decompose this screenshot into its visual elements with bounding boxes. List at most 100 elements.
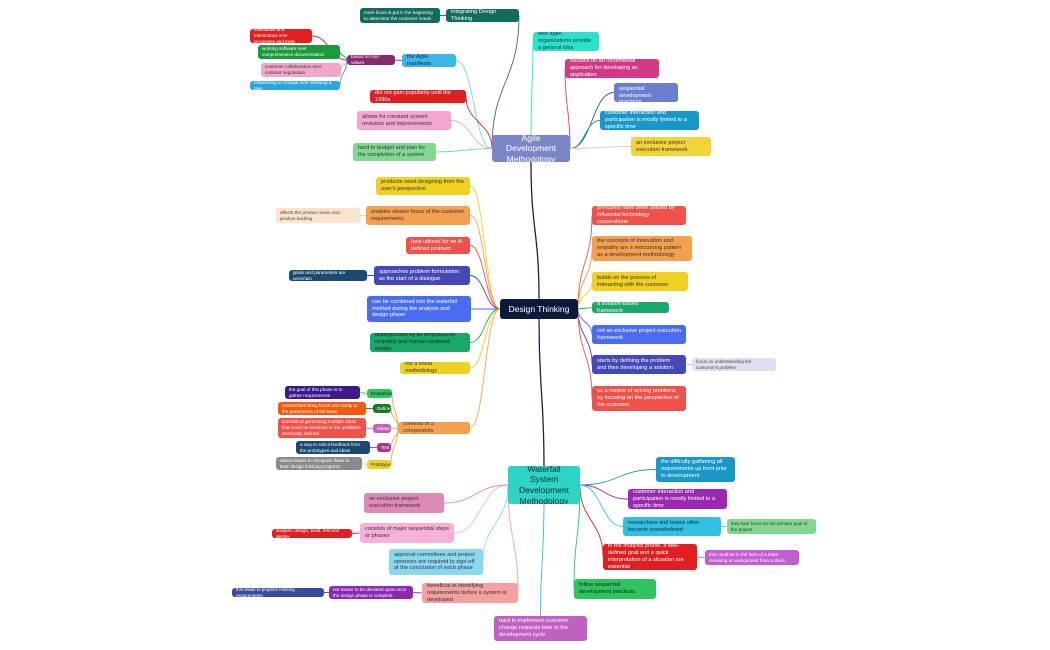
node-label: beneficial in identifying requirements b…	[427, 583, 507, 603]
mind-map-node-d-products[interactable]: products need designing from the user's …	[376, 177, 470, 195]
mind-map-node-a-fourvalues[interactable]: based on four values	[347, 55, 395, 65]
link-d-c-prototype-to-d-c-prototype-d	[361, 463, 368, 465]
mind-map-node-d-solution[interactable]: a solution-based framework	[592, 302, 669, 313]
mind-map-node-d-goals[interactable]: goals and parameters are uncertain	[289, 270, 367, 281]
link-d-five-to-d-c-prototype	[390, 427, 399, 465]
link-design-to-d-products	[469, 185, 501, 310]
mind-map-node-d-builds[interactable]: builds on the process of interacting wit…	[592, 272, 688, 291]
node-label: do not follow sequential development pra…	[619, 83, 652, 102]
node-label: principles have been utilized by influen…	[597, 206, 675, 225]
mind-map-node-a-general[interactable]: with agile, organizations provide a gene…	[533, 32, 599, 51]
mind-map-node-w-customer[interactable]: customer interaction and participation i…	[628, 489, 727, 509]
mind-map-node-a-morefocus[interactable]: more focus is put in the beginning to de…	[360, 8, 440, 23]
mind-map-node-d-enables[interactable]: enables clearer focus of the customer re…	[366, 206, 470, 225]
mind-map-node-a-exclusive[interactable]: an exclusive project execution framework	[631, 137, 711, 156]
mind-map-node-waterfall[interactable]: Waterfall System Development Methodology	[508, 466, 580, 504]
mind-map-node-w-losefocus[interactable]: they lose focus on the primary goal of t…	[727, 519, 816, 534]
link-design-to-waterfall	[538, 318, 545, 467]
mind-map-node-w-sequential[interactable]: follow sequential development practices	[574, 579, 656, 599]
mind-map-node-d-c-prototype[interactable]: Prototype	[367, 460, 391, 469]
link-d-five-to-d-c-define	[390, 408, 399, 429]
node-label: Define	[377, 405, 391, 411]
mind-map-node-d-c-ideate[interactable]: Ideate	[373, 424, 391, 433]
mind-map-node-d-c-test[interactable]: Test	[377, 443, 391, 452]
node-label: affects the product vision and product b…	[280, 209, 340, 221]
link-agile-to-a-budget	[435, 148, 493, 153]
node-label: an exclusive project execution framework	[369, 496, 421, 509]
link-design-to-d-builds	[577, 281, 593, 310]
mind-map-node-w-form[interactable]: this could be in the form of a team rece…	[705, 550, 799, 565]
node-label: Waterfall System Development Methodology	[518, 466, 570, 504]
mind-map-node-w-majorsteps[interactable]: consists of major sequential steps or ph…	[360, 523, 454, 543]
node-label: hard to budget and plan for the completi…	[358, 145, 426, 158]
mind-map-node-d-five[interactable]: consists of 5 components	[398, 422, 470, 434]
mind-map-node-d-c-test-d[interactable]: a way to solicit feedback from the proto…	[296, 441, 370, 454]
link-design-to-d-solution	[577, 307, 593, 310]
mind-map-node-d-concepts[interactable]: the concepts of innovation and empathy a…	[592, 236, 692, 261]
mind-map-node-d-starts[interactable]: starts by defining the problem and then …	[592, 355, 686, 374]
mind-map-node-d-focus[interactable]: focus on understanding the customer's pr…	[692, 358, 776, 371]
mind-map-node-a-revisions[interactable]: allows for constant system revisions and…	[357, 111, 451, 130]
link-agile-to-a-customer	[569, 120, 601, 149]
mind-map-node-w-analyze[interactable]: analyze, design, build, test and deploy	[272, 529, 352, 538]
mind-map-node-w-hardchange[interactable]: hard to implement customer change reques…	[494, 616, 587, 641]
link-d-c-ideate-to-d-c-ideate-d	[365, 427, 374, 429]
mind-map-node-d-c-empathize[interactable]: Empathize	[367, 389, 392, 398]
mind-map-node-w-approval[interactable]: approval committees and project sponsors…	[389, 549, 483, 575]
mind-map-node-d-c-prototype-d[interactable]: allows teams to recognize flaws in their…	[276, 457, 362, 470]
mind-map-node-a-v1[interactable]: individuals and interactions over proces…	[250, 29, 312, 43]
node-label: enables clearer focus of the customer re…	[371, 208, 465, 222]
node-label: consists of major sequential steps or ph…	[365, 526, 449, 539]
mind-map-node-d-c-define[interactable]: Define	[373, 404, 391, 413]
node-label: integrating Design Thinking	[451, 9, 497, 22]
mind-map-node-d-combined[interactable]: can be combined into the waterfall metho…	[367, 296, 471, 322]
mind-map-node-a-v4[interactable]: responding to change over following a pl…	[250, 81, 340, 90]
node-label: follow sequential development practices	[579, 582, 635, 595]
node-label: not an exclusive project execution frame…	[597, 327, 681, 341]
mind-map-node-d-empathy[interactable]: distinguished by its emphasis on empathy…	[370, 333, 470, 352]
link-design-to-d-enables	[469, 215, 501, 310]
mind-map-node-d-principles[interactable]: principles have been utilized by influen…	[592, 206, 686, 225]
mind-map-node-w-difficulty[interactable]: the difficulty gathering all requirement…	[656, 457, 735, 482]
mind-map-node-a-popularity[interactable]: did not gain popularity until the 1990s	[370, 90, 466, 103]
link-w-majorsteps-to-w-analyze	[351, 532, 361, 534]
link-waterfall-to-w-exclusive	[443, 484, 509, 504]
mind-map-node-w-beneficial[interactable]: beneficial in identifying requirements b…	[422, 583, 518, 603]
mind-map-node-a-incremental[interactable]: focuses on an incremental approach for d…	[565, 59, 659, 78]
mind-map-node-a-customer[interactable]: customer interaction and participation i…	[600, 111, 699, 130]
node-label: focus on understanding the customer's pr…	[696, 358, 752, 370]
mind-map-node-d-notexclusive[interactable]: not an exclusive project execution frame…	[592, 325, 686, 344]
mind-map-node-d-means[interactable]: as a means of solving problems by focusi…	[592, 386, 686, 411]
mind-map-node-a-v2[interactable]: working software over comprehensive docu…	[258, 45, 340, 59]
mind-map-node-w-notmeant[interactable]: not meant to be deviated upon once the d…	[329, 586, 413, 599]
mind-map-node-a-notsequential[interactable]: do not follow sequential development pra…	[614, 83, 678, 102]
mind-map-node-w-exclusive[interactable]: an exclusive project execution framework	[364, 493, 444, 513]
link-waterfall-to-w-approval	[482, 484, 509, 563]
mind-map-node-d-illdefined[interactable]: best utilized for an ill-defined problem	[406, 237, 470, 254]
mind-map-node-d-affects[interactable]: affects the product vision and product b…	[276, 208, 360, 223]
mind-map-node-w-leads[interactable]: this leads to projects missing requireme…	[232, 588, 324, 597]
node-label: researchers and teams often become overw…	[628, 519, 700, 533]
mind-map-node-d-c-define-d[interactable]: researchers bring focus and clarity to t…	[278, 402, 366, 415]
mind-map-node-d-notlinear[interactable]: not a linear methodology	[400, 362, 470, 374]
mind-map-node-d-c-ideate-d[interactable]: consists of generating multiple ideas th…	[278, 418, 366, 438]
node-label: consists of generating multiple ideas th…	[282, 419, 361, 436]
mind-map-node-a-budget[interactable]: hard to budget and plan for the completi…	[353, 143, 436, 161]
mind-map-node-agile[interactable]: Agile Development Methodology	[492, 135, 570, 162]
node-label: did not gain popularity until the 1990s	[375, 90, 451, 103]
mind-map-node-design[interactable]: Design Thinking	[500, 299, 578, 319]
node-label: Prototype	[371, 461, 391, 467]
node-label: the Agile manifesto	[407, 54, 432, 67]
mind-map-node-d-approaches[interactable]: approaches problem formulation as the st…	[374, 266, 470, 285]
mind-map-node-a-manifesto[interactable]: the Agile manifesto	[402, 54, 456, 67]
node-label: Agile Development Methodology	[505, 135, 557, 162]
node-label: Test	[381, 444, 390, 450]
mind-map-node-a-integrating[interactable]: integrating Design Thinking	[446, 9, 519, 22]
mind-map-node-w-overwhelmed[interactable]: researchers and teams often become overw…	[623, 517, 721, 536]
link-a-fourvalues-to-a-v4	[339, 59, 348, 86]
mind-map-node-a-v3[interactable]: customer collaboration over contract neg…	[261, 63, 341, 77]
mind-map-node-w-analysis[interactable]: in the analysis phase, a well-defined go…	[603, 544, 697, 570]
mind-map-node-d-c-empathize-d[interactable]: the goal of this phase is to gather requ…	[285, 386, 360, 399]
node-label: can be combined into the waterfall metho…	[372, 298, 457, 319]
